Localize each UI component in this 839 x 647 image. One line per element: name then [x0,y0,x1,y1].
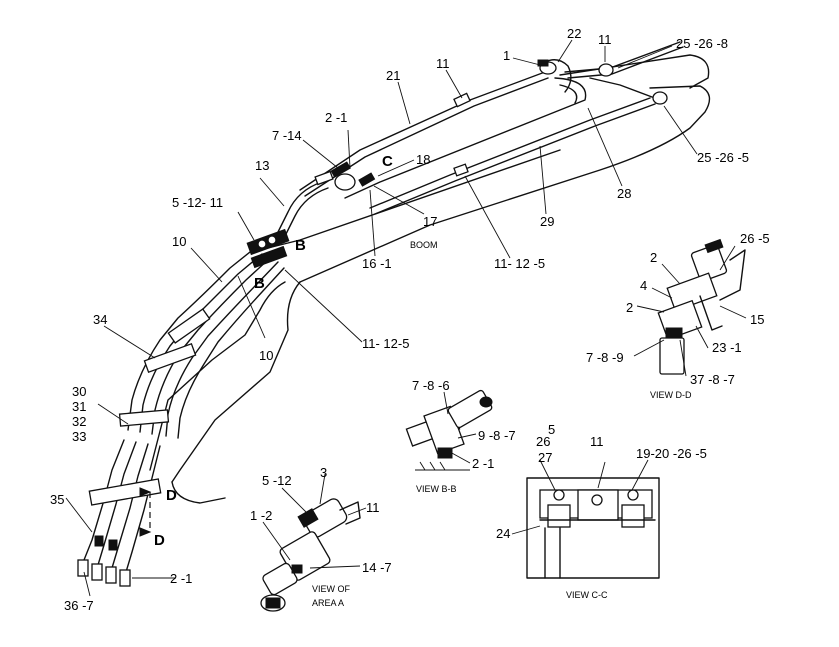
callout-22: 22 [567,26,581,41]
callout-13: 13 [255,158,269,173]
section-d-label-1: D [166,487,177,504]
callout-34: 34 [93,312,107,327]
callout-25-26-8: 25 -26 -8 [676,36,728,51]
callout-11-cc: 11 [590,434,604,449]
callout-2-dd-2: 2 [626,300,633,315]
callout-26-cc: 26 [536,434,550,449]
view-c-c [511,459,660,579]
boom-label: BOOM [410,240,438,250]
callout-15-dd: 15 [750,312,764,327]
section-d-marker [139,487,152,537]
fitting-cluster-c [314,161,376,191]
callout-5-cc: 5 [548,422,555,437]
callout-35: 35 [50,492,64,507]
callout-1: 1 [503,48,510,63]
callout-4-dd: 4 [640,278,647,293]
callout-10-a: 10 [172,234,186,249]
callout-33: 33 [72,429,86,444]
callout-29: 29 [540,214,554,229]
callout-16-1: 16 -1 [362,256,392,271]
callout-11-12-5-b: 11- 12-5 [362,336,409,351]
callout-9-8-7: 9 -8 -7 [478,428,516,443]
callout-18: 18 [416,152,430,167]
view-b-b [405,389,493,471]
view-area-a [260,473,367,612]
view-d-d-title: VIEW D-D [650,390,692,400]
view-area-a-title-1: VIEW OF [312,584,351,594]
callout-26-5-dd: 26 -5 [740,231,770,246]
leader-lines [65,39,698,597]
callout-23-1: 23 -1 [712,340,742,355]
callout-30: 30 [72,384,86,399]
section-b-label-2: B [254,275,265,292]
callout-5-12: 5 -12 [262,473,292,488]
callout-14-7: 14 -7 [362,560,392,575]
view-area-a-title-2: AREA A [312,598,344,608]
callout-2-1-bb: 2 -1 [472,456,494,471]
callout-2-1-bottom: 2 -1 [170,571,192,586]
callout-1-2: 1 -2 [250,508,272,523]
callout-17: 17 [423,214,437,229]
view-d-d [633,238,747,377]
callout-36-7: 36 -7 [64,598,94,613]
callout-37-8-7: 37 -8 -7 [690,372,735,387]
callout-32: 32 [72,414,86,429]
callout-2-1-top: 2 -1 [325,110,347,125]
callout-10-b: 10 [259,348,273,363]
callout-28: 28 [617,186,631,201]
callout-7-8-9: 7 -8 -9 [586,350,624,365]
callout-2-dd-1: 2 [650,250,657,265]
callout-5-12-11: 5 -12- 11 [172,195,223,210]
callout-25-26-5: 25 -26 -5 [697,150,749,165]
section-c-label: C [382,153,393,170]
callout-11-12-5-a: 11- 12 -5 [494,256,545,271]
section-b-label-1: B [295,237,306,254]
callout-11-area-a: 11 [366,500,380,515]
callout-24-cc: 24 [496,526,510,541]
callout-7-14: 7 -14 [272,128,302,143]
top-fittings [453,59,668,177]
hose-clamps [88,308,211,506]
section-d-label-2: D [154,532,165,549]
view-c-c-title: VIEW C-C [566,590,608,600]
callout-11-top: 11 [598,32,612,47]
callout-19-20-26-5: 19-20 -26 -5 [636,446,707,461]
callout-labels: 1 22 11 25 -26 -8 21 11 2 -1 7 -14 C 18 … [50,26,770,613]
callout-7-8-6: 7 -8 -6 [412,378,450,393]
callout-31: 31 [72,399,86,414]
callout-27-cc: 27 [538,450,552,465]
fitting-block-b [246,228,290,269]
callout-21: 21 [386,68,400,83]
hose-end-fittings [77,535,131,587]
callout-11-upper: 11 [436,56,450,71]
callout-3: 3 [320,465,327,480]
view-b-b-title: VIEW B-B [416,484,457,494]
